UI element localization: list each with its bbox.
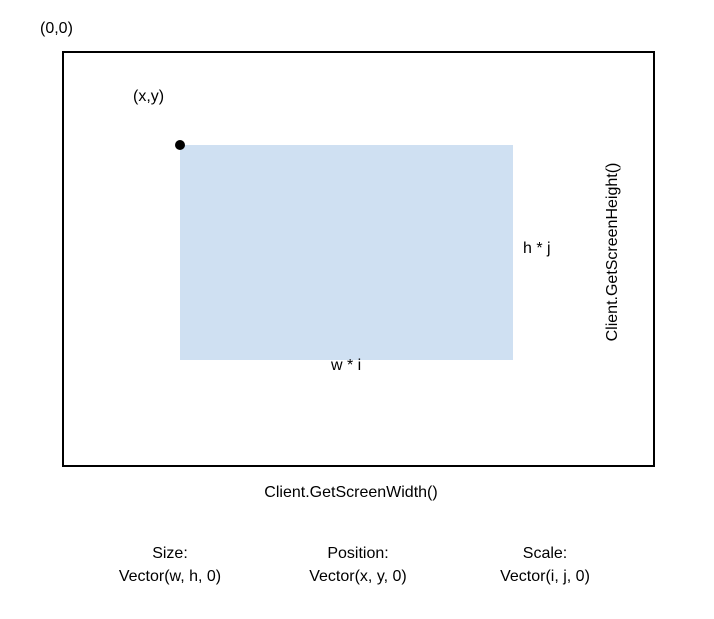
legend-row: Size: Vector(w, h, 0) Position: Vector(x… [0, 543, 714, 603]
legend-position-value: Vector(x, y, 0) [309, 567, 407, 585]
anchor-point-dot-icon [175, 140, 185, 150]
position-coordinate-label: (x,y) [133, 88, 165, 105]
screen-height-axis-label: Client.GetScreenHeight() [604, 162, 621, 342]
screen-width-axis-text: Client.GetScreenWidth() [264, 484, 438, 501]
legend-scale-value: Vector(i, j, 0) [500, 567, 590, 585]
legend-item-size: Size: Vector(w, h, 0) [85, 543, 255, 588]
legend-scale-title: Scale: [522, 545, 568, 562]
screen-width-axis-label: Client.GetScreenWidth() [0, 484, 714, 502]
legend-size-value: Vector(w, h, 0) [118, 567, 222, 585]
legend-size-title: Size: [152, 545, 188, 562]
origin-coordinate-label: (0,0) [40, 20, 73, 37]
legend-item-scale: Scale: Vector(i, j, 0) [459, 543, 631, 588]
legend-item-position: Position: Vector(x, y, 0) [272, 543, 444, 588]
element-width-label: w * i [331, 357, 362, 374]
gui-element-rect [180, 145, 513, 360]
element-height-label: h * j [523, 240, 551, 257]
legend-position-title: Position: [327, 545, 389, 562]
